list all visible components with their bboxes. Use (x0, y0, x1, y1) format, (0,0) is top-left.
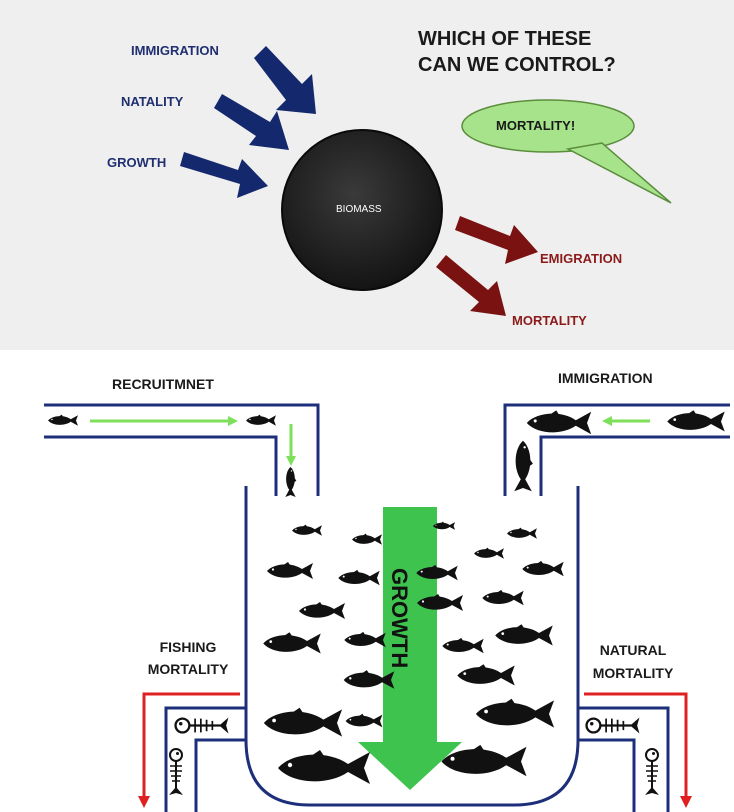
speech-bubble-tail (565, 142, 672, 204)
fish-icon (522, 560, 564, 577)
fish-skeleton-icon (167, 747, 185, 797)
natural-mortality-pipe (578, 706, 670, 812)
fish-icon (442, 637, 484, 654)
tank-diagram-shapes (44, 403, 730, 812)
fish-icon (263, 707, 343, 737)
recruitment-pipe (44, 403, 320, 496)
recruitment-down-arrowhead (286, 456, 296, 466)
fish-skeleton-icon (174, 716, 230, 735)
speech-bubble-text: MORTALITY! (496, 118, 576, 133)
natural-mortality-label-line1: NATURAL (599, 642, 667, 658)
fish-skeleton-icon (585, 716, 641, 735)
fishing-mortality-arrowhead (138, 796, 150, 808)
natural-mortality-line (584, 692, 688, 798)
natural-mortality-arrowhead (680, 796, 692, 808)
immigration-pipe (503, 403, 730, 496)
biomass-circle (281, 129, 443, 291)
fish-icon (246, 414, 276, 426)
question-line-2: CAN WE CONTROL? (418, 54, 616, 76)
emigration-arrow (455, 216, 538, 264)
fish-icon (482, 589, 524, 606)
question-line-1: WHICH OF THESE (418, 28, 592, 50)
natality-arrow (214, 94, 289, 150)
fish-icon (457, 664, 515, 686)
fish-icon (352, 533, 382, 545)
fish-icon (278, 750, 370, 784)
fish-icon (475, 698, 555, 728)
growth-arrow (180, 152, 268, 198)
fish-icon (285, 467, 297, 497)
emigration-output-label: EMIGRATION (540, 251, 623, 266)
recruitment-label: RECRUITMNET (112, 376, 214, 392)
fishing-mortality-pipe (164, 706, 246, 812)
fish-icon (667, 410, 725, 432)
fish-icon (495, 624, 553, 646)
fish-icon (474, 547, 504, 559)
growth-input-label: GROWTH (107, 155, 167, 170)
speech-bubble (461, 99, 635, 153)
fish-icon (267, 562, 313, 579)
immigration-arrow (254, 46, 316, 114)
fish-icon (299, 602, 345, 619)
fish-icon (263, 632, 321, 654)
fish-icon (338, 569, 380, 586)
fish-icon (292, 524, 322, 536)
biomass-label: BIOMASS (336, 204, 382, 215)
growth-arrow-label: GROWTH (387, 568, 412, 669)
biomass-diagram-shapes (180, 46, 672, 316)
fish-icon (507, 527, 537, 539)
tank-diagram-panel: RECRUITMNET IMMIGRATION FISHING MORTALIT… (0, 350, 734, 812)
fish-icon (344, 631, 386, 648)
recruitment-flow-arrowhead (228, 416, 238, 426)
mortality-output-label: MORTALITY (512, 313, 587, 328)
fish-icon (345, 713, 383, 728)
fishing-mortality-line (142, 692, 240, 798)
fish-icon (514, 440, 533, 492)
fish-icon (441, 744, 527, 777)
tank-outline (244, 486, 580, 807)
immigration-label: IMMIGRATION (558, 370, 653, 386)
mortality-arrow (436, 255, 506, 316)
fish-skeleton-icon (643, 747, 661, 797)
immigration-input-label: IMMIGRATION (131, 43, 219, 58)
natural-mortality-label-line2: MORTALITY (592, 665, 674, 681)
fish-icon (526, 410, 592, 435)
natality-input-label: NATALITY (121, 94, 184, 109)
biomass-diagram-panel: IMMIGRATION NATALITY GROWTH EMIGRATION M… (0, 0, 734, 350)
immigration-flow-arrowhead (602, 416, 612, 426)
fishing-mortality-label-line2: MORTALITY (147, 661, 229, 677)
fish-icon (48, 414, 78, 426)
fishing-mortality-label-line1: FISHING (159, 639, 217, 655)
